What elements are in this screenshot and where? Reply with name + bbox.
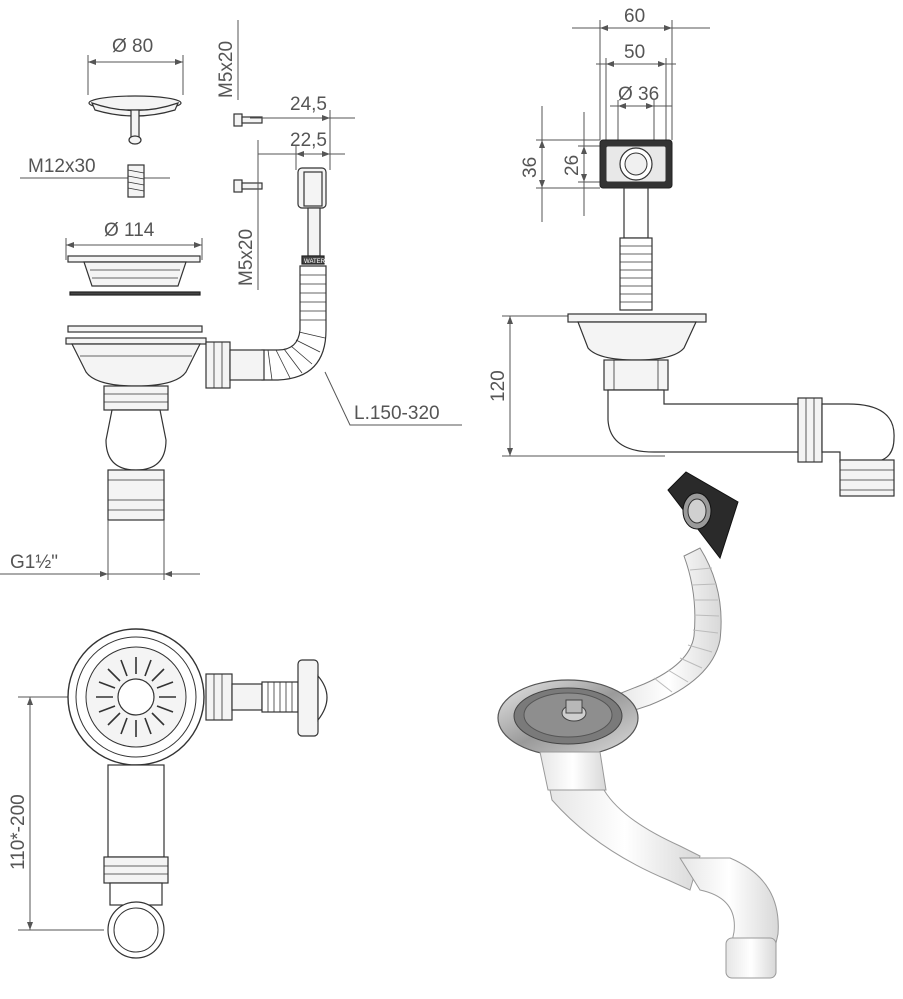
render-drain-body	[539, 751, 779, 979]
drop-range-label: 110*-200	[8, 794, 29, 870]
side-view: 60 50 Ø 36 36 26	[488, 6, 895, 497]
basket-diameter-dimension: Ø 114	[65, 220, 203, 260]
outlet-thread-dimension: G1½"	[0, 520, 200, 580]
overflow-depth-outer-label: 24,5	[290, 94, 327, 115]
brand-mark: WATER	[304, 259, 326, 265]
assembled-body-front	[65, 325, 265, 521]
overflow-height-inner-label: 26	[562, 155, 583, 176]
sink-basket	[67, 255, 201, 296]
product-render	[497, 471, 779, 979]
render-overflow-hose	[615, 547, 722, 716]
screw-bottom-label: M5x20	[236, 229, 257, 286]
strainer-diameter-label: Ø 80	[112, 36, 153, 57]
overflow-width-inner-label: 50	[624, 42, 645, 63]
strainer-cap	[88, 95, 182, 145]
render-strainer	[497, 679, 639, 757]
depth-label: 120	[488, 370, 509, 402]
hose-length-label: L.150-320	[354, 403, 440, 424]
top-view-overflow-connection	[205, 659, 328, 737]
screw-top	[233, 113, 263, 127]
overflow-width-outer-label: 60	[624, 6, 645, 27]
overflow-plate-front	[599, 139, 673, 189]
top-view: 110*-200	[8, 628, 328, 959]
overflow-height-dimensions: 36 26	[520, 106, 612, 222]
basket-diameter-label: Ø 114	[104, 220, 155, 241]
overflow-hole-label: Ø 36	[618, 84, 659, 105]
render-overflow-plate	[667, 471, 739, 560]
threaded-bolt	[127, 164, 145, 198]
screw-bottom	[233, 179, 263, 193]
overflow-depth-dimensions: 24,5 22,5	[250, 94, 355, 170]
screw-top-label: M5x20	[216, 41, 237, 98]
screw-top-dimension: M5x20	[216, 20, 239, 100]
corrugated-hose	[261, 265, 327, 381]
bolt-dimension: M12x30	[20, 156, 170, 179]
bolt-label: M12x30	[28, 156, 96, 177]
overflow-height-outer-label: 36	[520, 157, 541, 178]
overflow-width-dimensions: 60 50 Ø 36	[572, 6, 710, 140]
screw-bottom-dimension: M5x20	[236, 140, 259, 290]
hose-length-dimension: L.150-320	[324, 371, 462, 426]
outlet-thread-label: G1½"	[10, 552, 58, 573]
overflow-hose-vertical	[619, 187, 653, 311]
overflow-depth-inner-label: 22,5	[290, 130, 327, 151]
depth-dimension: 120	[488, 315, 665, 457]
strainer-diameter-dimension: Ø 80	[87, 36, 184, 95]
top-view-outlet-pipe	[103, 764, 169, 959]
exploded-view: Ø 80 M12x30 Ø 114	[0, 20, 462, 580]
strainer-top-view	[67, 628, 205, 766]
overflow-head-side: WATER	[297, 167, 327, 265]
side-assembly-body	[567, 313, 895, 497]
